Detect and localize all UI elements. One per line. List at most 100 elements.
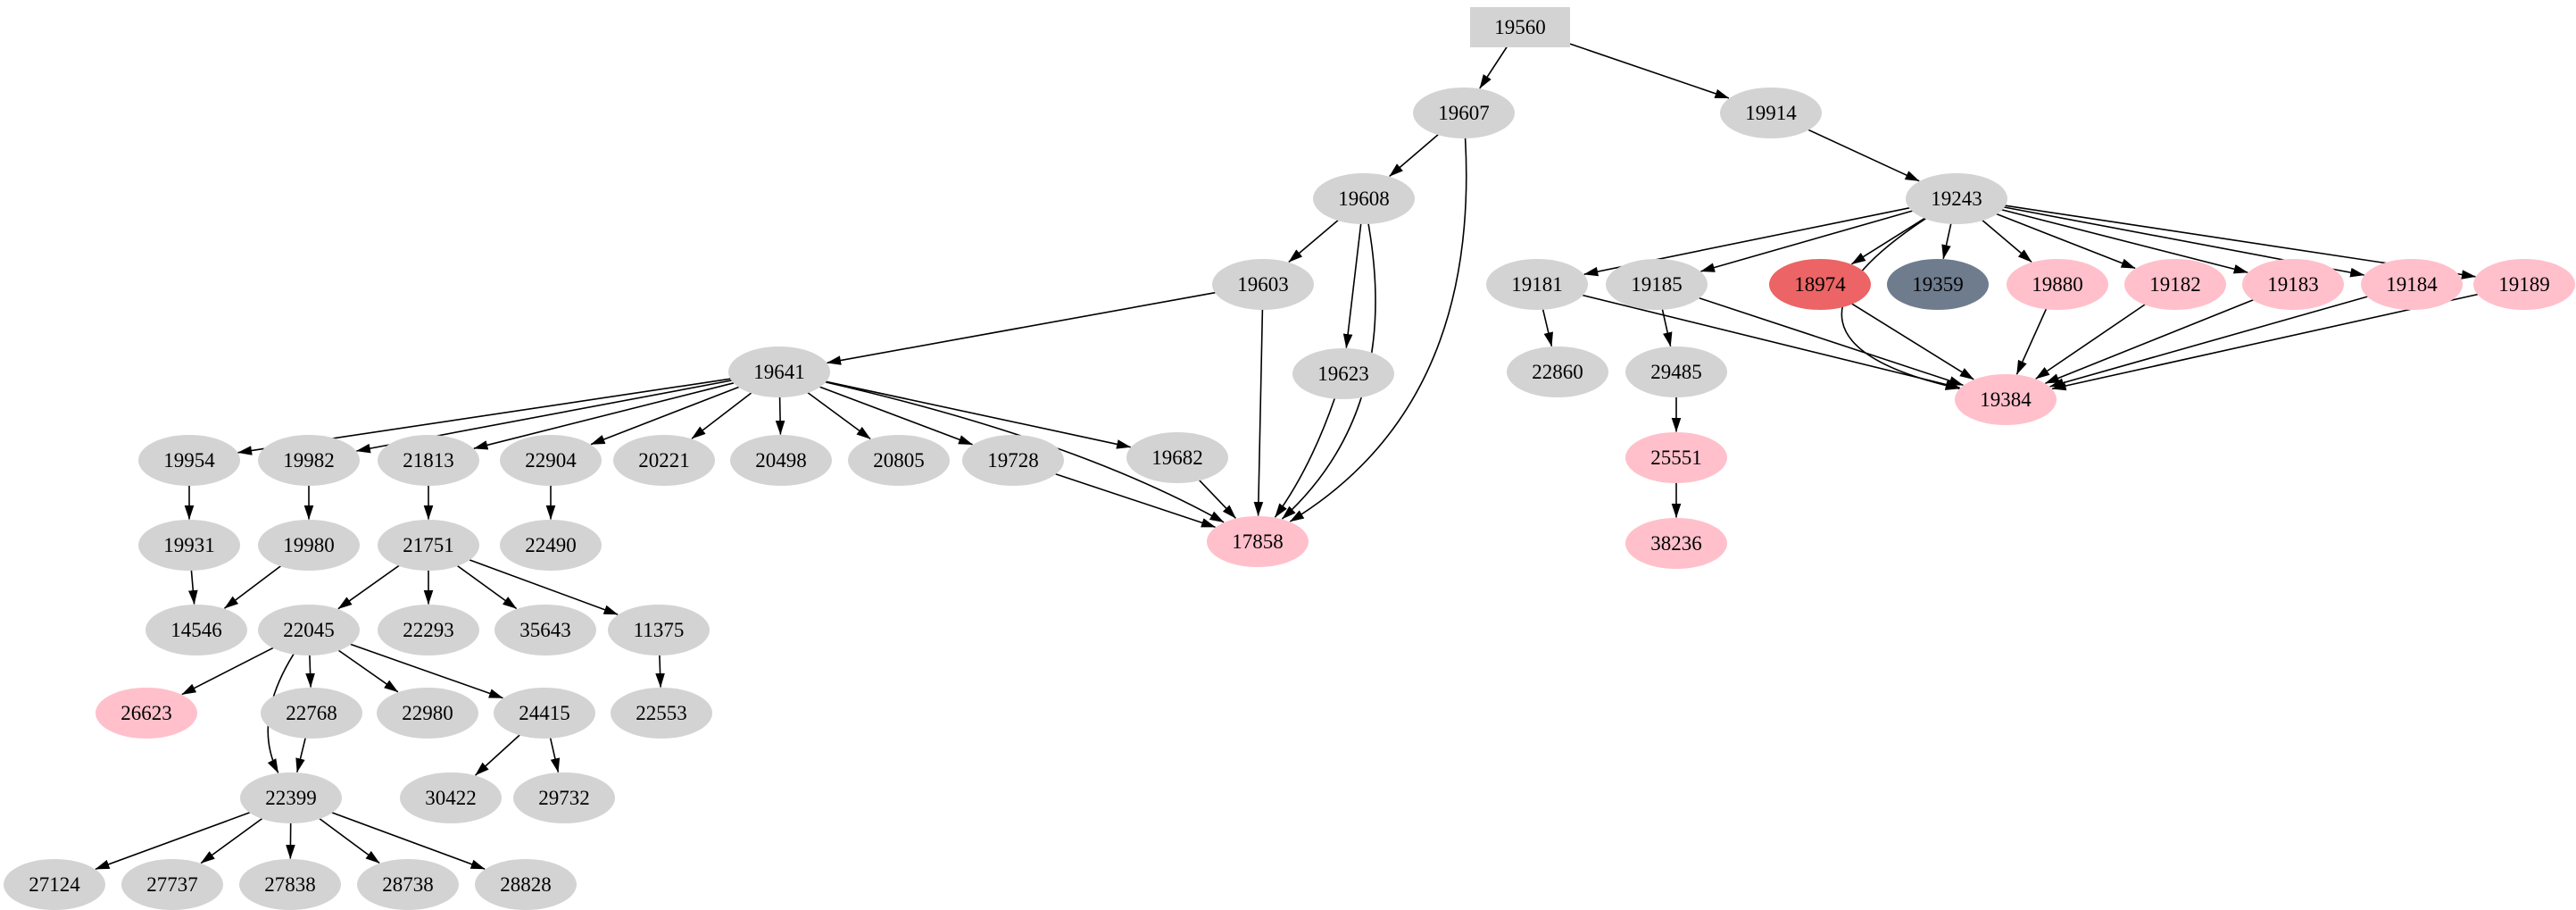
graph-node-20805[interactable]: 20805 — [848, 434, 950, 486]
graph-edge-19603-17858 — [1253, 309, 1264, 516]
graph-edge-22399-28828 — [331, 812, 486, 870]
node-label: 20221 — [638, 448, 690, 472]
node-label: 27737 — [146, 872, 198, 896]
graph-node-25551[interactable]: 25551 — [1625, 431, 1727, 483]
graph-node-27838[interactable]: 27838 — [239, 858, 341, 910]
graph-node-19243[interactable]: 19243 — [1906, 172, 2007, 224]
graph-edge-19185-19384 — [1699, 296, 1964, 387]
graph-node-19728[interactable]: 19728 — [962, 434, 1064, 486]
graph-node-35643[interactable]: 35643 — [494, 604, 596, 655]
graph-node-27124[interactable]: 27124 — [4, 858, 105, 910]
graph-node-19982[interactable]: 19982 — [258, 434, 360, 486]
graph-node-22553[interactable]: 22553 — [611, 687, 712, 739]
graph-node-20498[interactable]: 20498 — [730, 434, 832, 486]
graph-node-22490[interactable]: 22490 — [500, 519, 602, 571]
graph-edge-19560-19914 — [1569, 43, 1730, 99]
graph-node-29485[interactable]: 29485 — [1625, 346, 1727, 397]
graph-node-28828[interactable]: 28828 — [475, 858, 577, 910]
graph-node-18974[interactable]: 18974 — [1769, 258, 1871, 310]
graph-edge-19641-20221 — [691, 392, 752, 439]
graph-node-19623[interactable]: 19623 — [1292, 347, 1394, 399]
node-label: 19182 — [2149, 272, 2201, 296]
graph-node-19181[interactable]: 19181 — [1486, 258, 1588, 310]
node-label: 28828 — [500, 872, 552, 896]
node-label: 19980 — [283, 533, 335, 556]
node-label: 20498 — [755, 448, 807, 472]
graph-node-19914[interactable]: 19914 — [1720, 87, 1822, 138]
graph-edge-22045-22980 — [337, 649, 399, 693]
graph-node-22904[interactable]: 22904 — [500, 434, 602, 486]
graph-node-19603[interactable]: 19603 — [1212, 258, 1314, 310]
graph-edge-19189-19384 — [2051, 293, 2479, 391]
graph-edge-22045-22768 — [305, 655, 315, 688]
graph-node-29732[interactable]: 29732 — [513, 772, 615, 823]
graph-node-19980[interactable]: 19980 — [258, 519, 360, 571]
graph-node-28738[interactable]: 28738 — [357, 858, 459, 910]
graph-node-22399[interactable]: 22399 — [240, 772, 342, 823]
graph-node-17858[interactable]: 17858 — [1207, 515, 1309, 567]
graph-node-21813[interactable]: 21813 — [378, 434, 479, 486]
graph-node-19560[interactable]: 19560 — [1470, 6, 1570, 47]
graph-node-24415[interactable]: 24415 — [494, 687, 595, 739]
graph-edge-19641-20498 — [775, 397, 785, 435]
graph-node-20221[interactable]: 20221 — [613, 434, 715, 486]
node-label: 19954 — [163, 448, 215, 472]
graph-node-19641[interactable]: 19641 — [728, 346, 830, 397]
graph-node-19189[interactable]: 19189 — [2473, 258, 2575, 310]
graph-edge-19623-17858 — [1274, 397, 1336, 518]
node-label: 11375 — [633, 618, 685, 641]
graph-edge-21751-11375 — [469, 559, 619, 615]
graph-node-30422[interactable]: 30422 — [400, 772, 502, 823]
graph-node-22293[interactable]: 22293 — [378, 604, 479, 655]
graph-node-19182[interactable]: 19182 — [2124, 258, 2226, 310]
graph-node-22980[interactable]: 22980 — [377, 687, 478, 739]
graph-node-19880[interactable]: 19880 — [2007, 258, 2108, 310]
graph-node-19384[interactable]: 19384 — [1955, 373, 2057, 425]
node-label: 17858 — [1232, 530, 1284, 553]
graph-node-19682[interactable]: 19682 — [1126, 431, 1228, 483]
graph-edge-18974-19384 — [1851, 303, 1974, 380]
graph-edge-19980-14546 — [224, 565, 281, 609]
graph-node-38236[interactable]: 38236 — [1625, 517, 1727, 569]
graph-edge-19243-19880 — [1982, 219, 2032, 263]
node-label: 19184 — [2386, 272, 2438, 296]
graph-node-14546[interactable]: 14546 — [145, 604, 247, 655]
graph-edge-19914-19243 — [1807, 129, 1920, 182]
node-label: 19384 — [1980, 388, 2032, 411]
node-label: 38236 — [1650, 531, 1702, 555]
graph-node-19183[interactable]: 19183 — [2242, 258, 2344, 310]
graph-edge-19182-19384 — [2035, 304, 2146, 380]
graph-node-19608[interactable]: 19608 — [1313, 172, 1415, 224]
graph-node-21751[interactable]: 21751 — [378, 519, 479, 571]
graph-edge-22045-24415 — [350, 643, 503, 699]
graph-edge-19603-19641 — [827, 291, 1216, 365]
graph-node-22860[interactable]: 22860 — [1507, 346, 1608, 397]
graph-edge-19181-19384 — [1583, 294, 1961, 389]
graph-node-11375[interactable]: 11375 — [608, 604, 710, 655]
node-label: 19641 — [753, 360, 805, 383]
graph-node-22045[interactable]: 22045 — [258, 604, 360, 655]
graph-node-19931[interactable]: 19931 — [138, 519, 240, 571]
graph-node-19359[interactable]: 19359 — [1887, 258, 1989, 310]
graph-node-26623[interactable]: 26623 — [96, 687, 197, 739]
graph-node-19185[interactable]: 19185 — [1606, 258, 1708, 310]
graph-edge-19931-14546 — [188, 570, 198, 605]
graph-edge-21751-22045 — [337, 564, 400, 610]
graph-edge-24415-30422 — [475, 734, 520, 776]
graph-node-27737[interactable]: 27737 — [121, 858, 223, 910]
node-label: 25551 — [1650, 446, 1702, 469]
graph-edge-19608-19623 — [1342, 223, 1362, 348]
graph-edge-19560-19607 — [1479, 46, 1508, 89]
graph-node-19954[interactable]: 19954 — [138, 434, 240, 486]
graph-node-22768[interactable]: 22768 — [261, 687, 362, 739]
graph-node-19184[interactable]: 19184 — [2361, 258, 2463, 310]
node-label: 27838 — [264, 872, 316, 896]
node-label: 22490 — [525, 533, 577, 556]
graph-edge-19608-19603 — [1288, 219, 1339, 263]
graph-edge-19607-17858 — [1289, 138, 1467, 522]
node-label: 29732 — [538, 786, 590, 809]
graph-edge-19243-19384 — [1841, 218, 1960, 390]
graph-node-19607[interactable]: 19607 — [1413, 87, 1515, 138]
graph-edge-19243-19185 — [1700, 210, 1913, 272]
